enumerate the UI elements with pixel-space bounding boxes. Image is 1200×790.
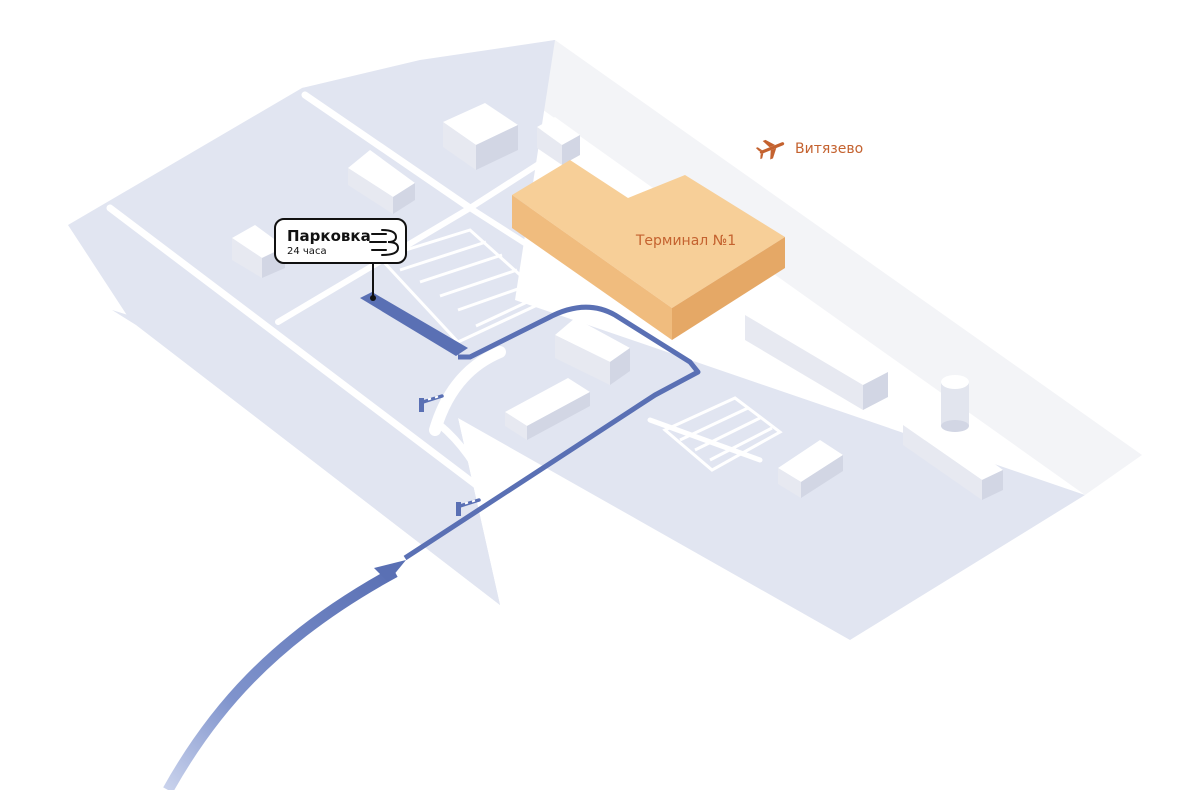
road-north-diagonal (301, 91, 474, 212)
barrier-icon-entrance (456, 498, 481, 516)
airport-label-group: Витязево (755, 139, 863, 160)
building-central (555, 318, 630, 385)
parking-hours: 24 часа (287, 246, 327, 257)
parking-title: Парковка (287, 227, 371, 245)
terminal-label: Терминал №1 (635, 233, 736, 249)
airport-label: Витязево (795, 141, 863, 157)
road-west-main (106, 204, 496, 501)
callout-pointer-dot (370, 295, 376, 301)
parking-lot-north (377, 228, 551, 344)
building-east-long (745, 298, 888, 410)
terminal-right-face (672, 237, 785, 340)
ground-plate-south (112, 310, 500, 605)
parking-callout[interactable]: Парковка 24 часа (274, 218, 407, 301)
route (163, 304, 701, 790)
parking-zone-highlight (360, 292, 468, 356)
terminal-top (512, 160, 785, 308)
tower-cylinder (941, 375, 969, 432)
barrier-icon (419, 394, 444, 412)
buildings: Терминал №1 (232, 103, 1003, 500)
parking-brand-icon (369, 229, 400, 256)
building-east-hangar (903, 413, 1003, 500)
building-west (348, 150, 415, 214)
road-parking-entry (429, 346, 506, 436)
route-main (403, 304, 701, 561)
runway-strip (508, 40, 1142, 495)
route-approach (163, 567, 398, 790)
building-south (505, 378, 590, 440)
airplane-icon (755, 139, 785, 160)
road-north-link (467, 155, 551, 211)
building-south-east (778, 440, 843, 498)
terminal-left-face (512, 195, 672, 340)
route-arrow-head (374, 560, 406, 582)
terminal-building: Терминал №1 (512, 160, 785, 340)
building-north (443, 103, 518, 170)
callout-box (274, 218, 407, 264)
road-south-curve (436, 421, 496, 501)
parking-lot-south (662, 396, 783, 472)
building-north-small (537, 117, 580, 165)
ground-plate-north (302, 40, 555, 120)
